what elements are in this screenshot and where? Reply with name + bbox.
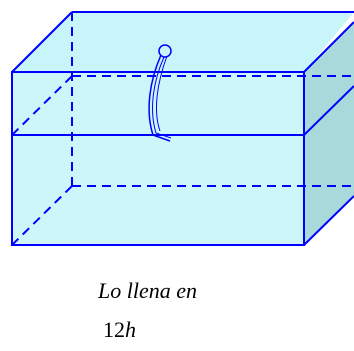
hose-icon: [148, 44, 172, 142]
time-unit: h: [125, 317, 136, 342]
time-value: 12: [103, 317, 125, 342]
caption-text: Lo llena en: [98, 278, 197, 303]
hidden-edges: [11, 12, 354, 246]
box-top-face-fill: [12, 12, 354, 72]
caption-time: 12h: [103, 318, 136, 342]
box-front-face: [12, 72, 304, 245]
box-side-face: [304, 22, 354, 245]
